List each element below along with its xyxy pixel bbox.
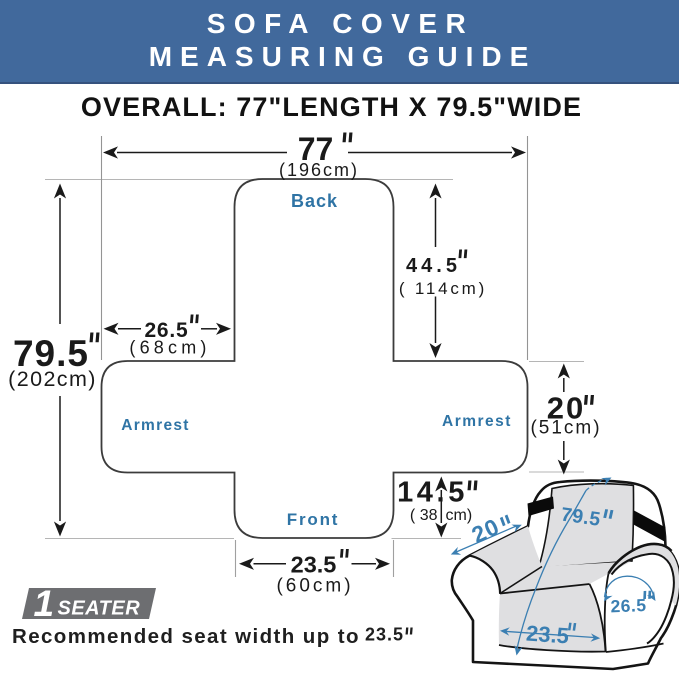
svg-text:( 114cm): ( 114cm)	[399, 279, 487, 298]
svg-text:(60cm): (60cm)	[276, 576, 353, 597]
svg-text:Recommended seat width up to: Recommended seat width up to	[12, 625, 360, 648]
svg-text:23.5: 23.5	[365, 625, 404, 645]
svg-text:Armrest: Armrest	[442, 413, 512, 430]
svg-text:26.5: 26.5	[144, 319, 188, 342]
svg-text:Front: Front	[287, 510, 339, 529]
svg-text:(68cm): (68cm)	[129, 338, 210, 358]
svg-text:1: 1	[34, 583, 55, 624]
svg-text:Back: Back	[291, 191, 338, 211]
svg-text:20: 20	[547, 391, 585, 426]
svg-text:(51cm): (51cm)	[530, 418, 601, 439]
svg-text:79.5: 79.5	[13, 333, 89, 374]
svg-text:(202cm): (202cm)	[8, 367, 97, 391]
svg-text:Armrest: Armrest	[121, 417, 190, 434]
svg-text:77: 77	[298, 131, 334, 167]
svg-text:44.5: 44.5	[406, 255, 461, 277]
svg-text:cm): cm)	[446, 507, 473, 524]
svg-text:23.5: 23.5	[291, 552, 337, 578]
svg-text:( 38: ( 38	[410, 507, 438, 524]
svg-text:(196cm): (196cm)	[279, 160, 359, 180]
svg-text:23.5: 23.5	[525, 621, 569, 649]
svg-text:14.5: 14.5	[397, 477, 468, 509]
svg-text:26.5: 26.5	[610, 595, 647, 616]
svg-text:SEATER: SEATER	[58, 598, 141, 620]
